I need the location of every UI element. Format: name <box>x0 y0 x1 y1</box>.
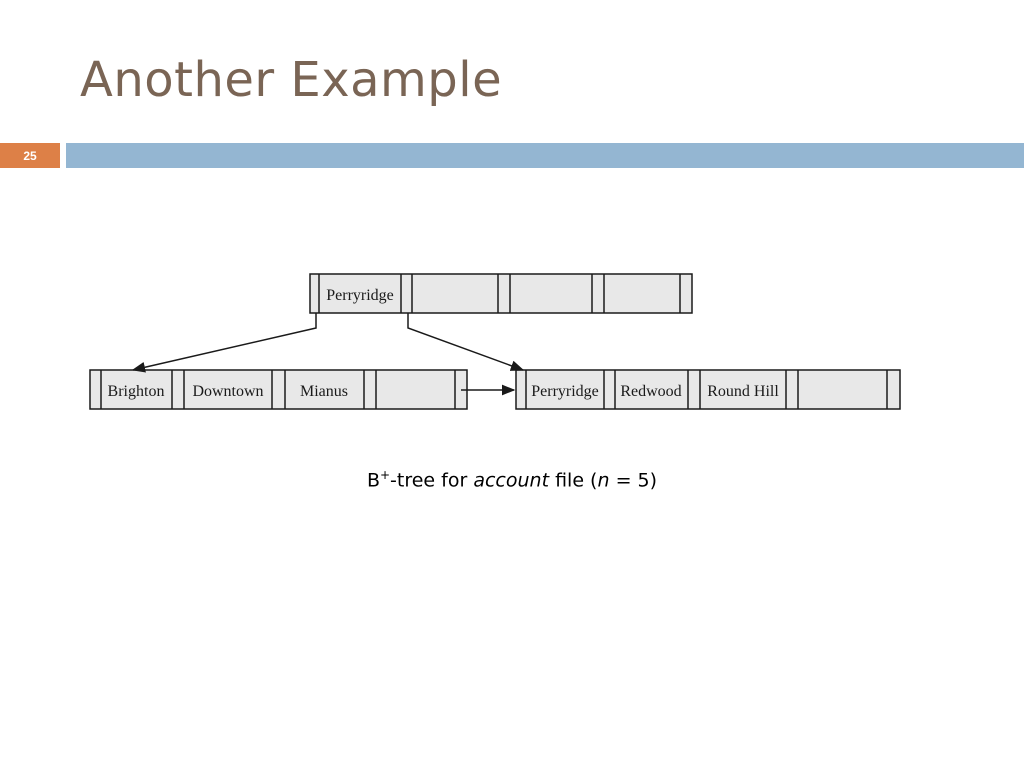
leaf-right-key-2: Redwood <box>620 383 681 400</box>
caption-variable: n <box>597 469 610 492</box>
leaf-node-left: Brighton Downtown Mianus <box>89 369 468 410</box>
caption-equation: = 5 <box>609 469 650 492</box>
caption-italic: account <box>473 469 550 492</box>
pointer-root-to-right-leaf <box>407 313 525 371</box>
leaf-left-key-2: Downtown <box>192 383 263 400</box>
diagram-caption: B+-tree for account file (n = 5) <box>0 468 1024 491</box>
caption-middle: -tree for <box>390 469 474 492</box>
leaf-right-key-1: Perryridge <box>531 383 599 400</box>
caption-prefix: B <box>366 469 380 492</box>
caption-superscript: + <box>379 468 391 482</box>
pointer-root-to-left-leaf <box>131 313 317 373</box>
root-key-1: Perryridge <box>326 287 394 304</box>
leaf-left-key-3: Mianus <box>300 383 348 400</box>
caption-after-italic: file ( <box>549 469 598 492</box>
leaf-right-key-3: Round Hill <box>707 383 779 400</box>
leaf-node-right: Perryridge Redwood Round Hill <box>515 369 901 410</box>
slide-title: Another Example <box>80 52 503 108</box>
leaf-left-key-1: Brighton <box>108 383 165 400</box>
slide-number: 25 <box>0 143 60 168</box>
root-node: Perryridge <box>309 273 693 314</box>
caption-close: ) <box>649 469 658 492</box>
title-divider-bar <box>66 143 1024 168</box>
